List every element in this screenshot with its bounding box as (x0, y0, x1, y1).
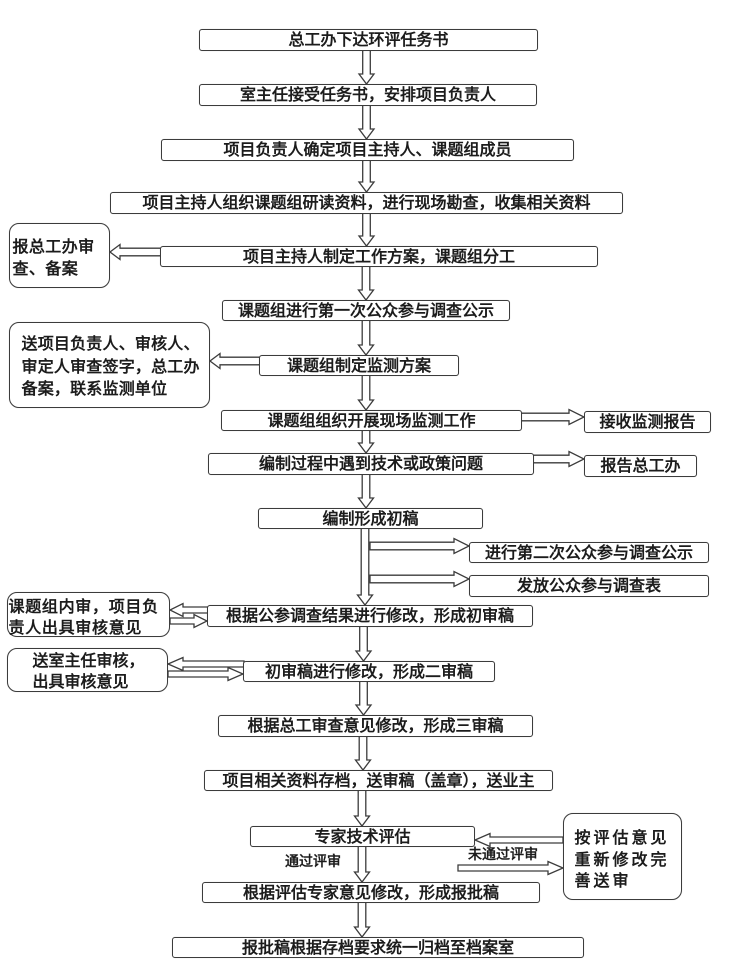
step-label: 根据总工审查意见修改，形成三审稿 (247, 716, 504, 735)
step-4: 项目主持人组织课题组研读资料，进行现场勘查，收集相关资料 (110, 192, 623, 214)
step-14: 项目相关资料存档，送审稿（盖章），送业主 (204, 770, 553, 791)
branch-1: 接收监测报告 (584, 411, 711, 433)
arrow-note-5-to-step-15 (473, 832, 564, 848)
edge-label-fail: 未通过评审 (468, 847, 538, 863)
step-8: 课题组组织开展现场监测工作 (221, 410, 522, 431)
step-6: 课题组进行第一次公众参与调查公示 (222, 300, 510, 321)
branch-label: 发放公众参与调查表 (516, 576, 661, 595)
note-line: 查、备案 (12, 259, 79, 278)
arrow-step-9-to-step-10 (357, 473, 375, 510)
note-line: 按评估意见 (574, 828, 670, 847)
arrow-step-5-to-note-1 (108, 243, 162, 261)
arrow-note-4-to-step-12 (167, 666, 245, 682)
edge-label-pass: 通过评审 (285, 854, 341, 870)
step-13: 根据总工审查意见修改，形成三审稿 (218, 715, 533, 737)
branch-label: 报告总工办 (600, 456, 681, 475)
step-label: 总工办下达环评任务书 (288, 30, 449, 49)
step-15: 专家技术评估 (250, 826, 475, 847)
step-label: 根据公参调查结果进行修改，形成初审稿 (225, 606, 514, 625)
arrow-step-10-to-step-11 (356, 527, 374, 607)
step-5: 项目主持人制定工作方案，课题组分工 (160, 246, 598, 267)
arrow-step-14-to-step-15 (353, 789, 371, 828)
step-label: 项目负责人确定项目主持人、课题组成员 (223, 140, 512, 159)
arrow-step-4-to-step-5 (357, 212, 376, 248)
branch-3: 进行第二次公众参与调查公示 (469, 542, 709, 563)
arrow-step-13-to-step-14 (354, 735, 372, 772)
step-label: 根据评估专家意见修改，形成报批稿 (242, 882, 499, 902)
step-2: 室主任接受任务书，安排项目负责人 (199, 84, 537, 106)
arrow-step-15-to-step-16 (353, 845, 371, 884)
step-1: 总工办下达环评任务书 (199, 29, 538, 51)
arrow-note-3-to-step-11 (169, 613, 209, 629)
step-label: 项目主持人制定工作方案，课题组分工 (242, 246, 515, 266)
step-label: 课题组制定监测方案 (286, 355, 431, 375)
step-label: 编制过程中遇到技术或政策问题 (258, 454, 483, 473)
arrow-step-3-to-step-4 (357, 159, 376, 194)
step-label: 项目主持人组织课题组研读资料，进行现场勘查，收集相关资料 (142, 193, 591, 212)
step-17: 报批稿根据存档要求统一归档至档案室 (172, 937, 584, 958)
step-9: 编制过程中遇到技术或政策问题 (208, 453, 534, 475)
step-label: 项目相关资料存档，送审稿（盖章），送业主 (222, 770, 535, 790)
arrow-step-11-to-step-12 (354, 625, 373, 663)
step-label: 课题组组织开展现场监测工作 (267, 410, 476, 430)
note-line: 报总工办审 (12, 237, 95, 256)
branch-label: 进行第二次公众参与调查公示 (484, 542, 693, 562)
step-label: 报批稿根据存档要求统一归档至档案室 (241, 937, 514, 957)
note-line: 出具审核意见 (32, 672, 129, 691)
arrow-step-8-to-branch-1 (520, 408, 586, 426)
note-line: 送项目负责人、审核人、 (21, 334, 200, 353)
step-11: 根据公参调查结果进行修改，形成初审稿 (207, 605, 533, 627)
step-10: 编制形成初稿 (258, 508, 483, 529)
note-line: 备案，联系监测单位 (21, 379, 168, 398)
arrow-step-1-to-step-2 (357, 49, 376, 86)
note-line: 重新修改完 (574, 849, 670, 869)
side-note-1: 报总工办审 查、备案 (9, 223, 110, 288)
side-note-4: 送室主任审核， 出具审核意见 (7, 648, 168, 692)
arrow-step-6-to-step-7 (357, 319, 375, 357)
step-label: 室主任接受任务书，安排项目负责人 (239, 85, 496, 104)
step-12: 初审稿进行修改，形成二审稿 (243, 661, 495, 682)
step-label: 初审稿进行修改，形成二审稿 (264, 661, 473, 681)
arrow-step-9-to-branch-2 (532, 450, 586, 468)
side-note-3: 课题组内审，项目负 责人出具审核意见 (7, 592, 170, 637)
note-line: 责人出具审核意见 (8, 618, 143, 637)
arrow-step-7-to-note-2 (208, 352, 261, 370)
arrow-step-12-to-note-4 (166, 656, 245, 672)
arrow-fail-to-note-5 (457, 860, 565, 876)
arrow-step-2-to-step-3 (357, 104, 376, 141)
note-line: 善送审 (574, 871, 632, 890)
step-3: 项目负责人确定项目主持人、课题组成员 (161, 139, 574, 161)
step-label: 编制形成初稿 (322, 508, 419, 528)
branch-label: 接收监测报告 (599, 412, 696, 431)
note-line: 审定人审查签字，总工办 (21, 356, 200, 376)
step-7: 课题组制定监测方案 (259, 355, 459, 376)
arrow-step-5-to-step-6 (357, 265, 375, 302)
arrow-step-16-to-step-17 (353, 901, 371, 939)
arrow-trunk-to-branch-4 (369, 570, 471, 588)
note-line: 送室主任审核， (32, 651, 145, 670)
arrow-step-11-to-note-3 (168, 602, 209, 618)
arrow-step-8-to-step-9 (357, 429, 375, 455)
step-16: 根据评估专家意见修改，形成报批稿 (202, 882, 540, 903)
side-note-5: 按评估意见 重新修改完 善送审 (563, 813, 682, 900)
arrow-step-12-to-step-13 (354, 680, 373, 717)
arrow-step-7-to-step-8 (357, 374, 375, 412)
note-line: 课题组内审，项目负 (8, 597, 159, 616)
branch-4: 发放公众参与调查表 (469, 575, 709, 597)
arrow-trunk-to-branch-3 (369, 537, 471, 555)
step-label: 专家技术评估 (314, 826, 411, 846)
step-label: 课题组进行第一次公众参与调查公示 (237, 300, 494, 320)
branch-2: 报告总工办 (584, 455, 697, 477)
side-note-2: 送项目负责人、审核人、 审定人审查签字，总工办 备案，联系监测单位 (9, 322, 210, 408)
